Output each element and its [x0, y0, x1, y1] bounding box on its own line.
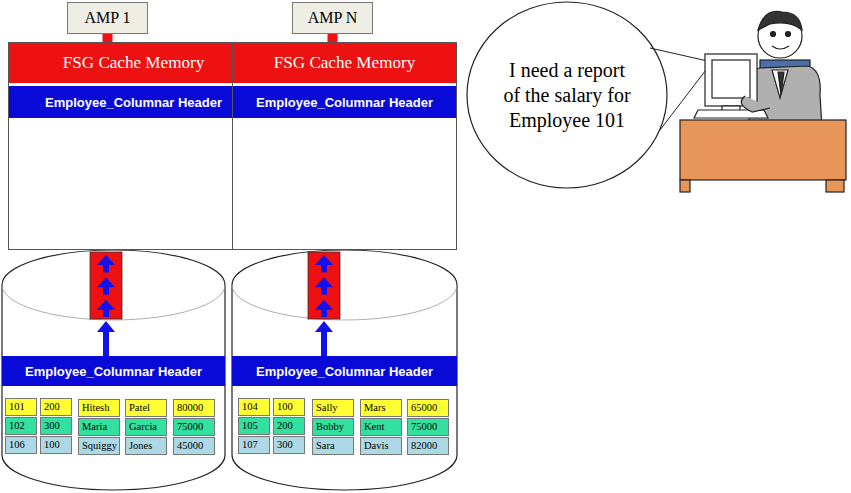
arrow-head: [315, 300, 333, 310]
columnar-header: Employee_Columnar Header: [232, 356, 457, 386]
columnar-header: Employee_Columnar Header: [2, 356, 225, 386]
cache-title: FSG Cache Memory: [233, 43, 456, 83]
node-text: AMP 1: [84, 9, 130, 27]
arrow-head: [315, 277, 333, 287]
last-name-cell: Patel: [125, 399, 167, 417]
last-name-cell: Garcia: [125, 418, 167, 436]
last-name-cell: Davis: [360, 437, 402, 455]
emp-id-cell: 102: [5, 417, 37, 435]
amp-link: [328, 34, 338, 42]
connector: [90, 252, 122, 356]
arrow-head: [315, 255, 333, 265]
salary-cell: 75000: [407, 418, 449, 436]
first-name-cell: Bobby: [312, 418, 354, 436]
amp-link: [103, 34, 113, 42]
connector: [328, 34, 338, 42]
connector: [103, 34, 113, 42]
salary-cell: 75000: [173, 418, 215, 436]
columnar-header: Employee_Columnar Header: [233, 86, 456, 118]
columnar-header: Employee_Columnar Header: [9, 86, 258, 118]
arrow-shaft: [321, 331, 327, 356]
amp-label: AMP 1: [67, 2, 148, 34]
node-text: I need a report of the salary for Employ…: [501, 58, 633, 133]
connector: [308, 252, 340, 356]
last-name-cell: Mars: [360, 399, 402, 417]
dept-cell: 200: [40, 398, 72, 416]
dept-cell: 100: [273, 398, 305, 416]
emp-id-cell: 104: [238, 398, 270, 416]
emp-id-cell: 107: [238, 436, 270, 454]
amp-label: AMP N: [292, 2, 373, 34]
dept-cell: 200: [273, 417, 305, 435]
first-name-cell: Squiggy: [78, 437, 120, 455]
disk-cylinder: [232, 250, 457, 490]
node-text: AMP N: [308, 9, 358, 27]
first-name-cell: Hitesh: [78, 399, 120, 417]
emp-id-cell: 101: [5, 398, 37, 416]
arrow-head: [315, 321, 333, 332]
first-name-cell: Sara: [312, 437, 354, 455]
salary-cell: 80000: [173, 399, 215, 417]
speech-bubble-text: I need a report of the salary for Employ…: [477, 20, 657, 170]
salary-cell: 45000: [173, 437, 215, 455]
cache-memory-box: FSG Cache MemoryEmployee_Columnar Header: [8, 42, 259, 250]
dept-cell: 300: [273, 436, 305, 454]
cache-title: FSG Cache Memory: [9, 43, 258, 83]
last-name-cell: Jones: [125, 437, 167, 455]
arrow-head: [97, 255, 115, 265]
node-text: Employee_Columnar Header: [256, 364, 433, 379]
person-at-desk: [680, 11, 846, 192]
arrow-head: [97, 321, 115, 332]
emp-id-cell: 106: [5, 436, 37, 454]
transfer-column: [308, 252, 340, 319]
last-name-cell: Kent: [360, 418, 402, 436]
salary-cell: 65000: [407, 399, 449, 417]
node-text: Employee_Columnar Header: [45, 95, 222, 110]
dept-cell: 100: [40, 436, 72, 454]
first-name-cell: Maria: [78, 418, 120, 436]
arrow-head: [97, 277, 115, 287]
speech-bubble: [467, 2, 667, 188]
arrow-head: [97, 300, 115, 310]
node-text: Employee_Columnar Header: [25, 364, 202, 379]
cache-memory-box: FSG Cache MemoryEmployee_Columnar Header: [232, 42, 457, 250]
arrow-shaft: [103, 331, 109, 356]
node-text: Employee_Columnar Header: [256, 95, 433, 110]
dept-cell: 300: [40, 417, 72, 435]
disk-cylinder: [2, 250, 225, 490]
transfer-column: [90, 252, 122, 319]
emp-id-cell: 105: [238, 417, 270, 435]
first-name-cell: Sally: [312, 399, 354, 417]
salary-cell: 82000: [407, 437, 449, 455]
